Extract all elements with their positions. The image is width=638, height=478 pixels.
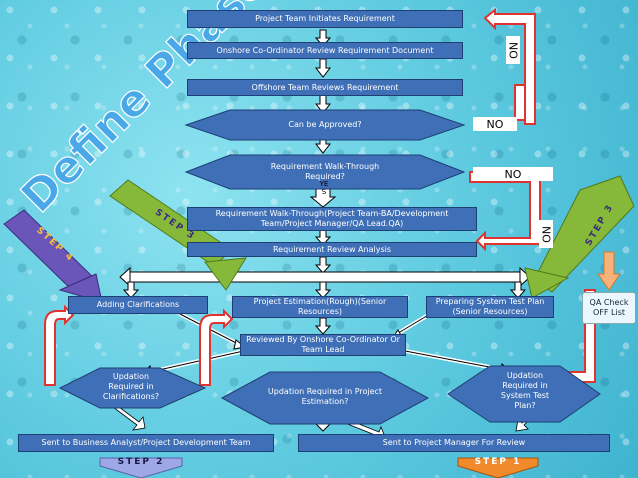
- box-initiates: Project Team Initiates Requirement: [187, 10, 463, 28]
- step3-right-ribbon: [533, 175, 635, 293]
- step2-ribbon: [99, 457, 183, 478]
- qa-arrow: [597, 251, 621, 291]
- step1-ribbon: [457, 457, 539, 478]
- label-approved: Can be Approved?: [288, 120, 362, 129]
- box-test-plan: Preparing System Test Plan (Senior Resou…: [426, 296, 554, 318]
- box-walkthrough: Requirement Walk-Through(Project Team-BA…: [187, 207, 477, 231]
- label-upd-test: Updation Required in System Test Plan?: [500, 371, 550, 410]
- diamond-upd-clar: [58, 367, 207, 409]
- no-label-right: NO: [539, 220, 553, 248]
- no-label-walkthrough: NO: [473, 167, 553, 181]
- box-sent-ba: Sent to Business Analyst/Project Develop…: [18, 434, 274, 452]
- no-arrow-center: [199, 308, 234, 386]
- box-offshore-review: Offshore Team Reviews Requirement: [187, 79, 463, 96]
- diamond-upd-test: [447, 365, 601, 423]
- diamond-upd-est: [220, 371, 430, 425]
- no-arrow-middle: [469, 171, 541, 252]
- arrow-down-2: [314, 58, 332, 78]
- box-onshore-review: Onshore Co-Ordinator Review Requirement …: [187, 42, 463, 59]
- label-upd-clar: Updation Required in Clarifications?: [102, 372, 160, 401]
- box-reviewed-by: Reviewed By Onshore Co-Ordinator Or Team…: [240, 334, 406, 356]
- box-estimation: Project Estimation(Rough)(Senior Resourc…: [232, 296, 408, 318]
- label-upd-est: Updation Required in Project Estimation?: [267, 387, 383, 406]
- qa-check-list: QA Check OFF List: [582, 292, 636, 324]
- no-arrow-top: [483, 7, 536, 125]
- label-walkthrough-q: Requirement Walk-Through Required?: [270, 162, 380, 181]
- yes-label-walkthrough: YES: [319, 180, 329, 196]
- no-label-approved: NO: [473, 117, 517, 131]
- arrow-down-7: [314, 317, 332, 335]
- box-sent-pm: Sent to Project Manager For Review: [298, 434, 610, 452]
- arrow-down-5: [314, 229, 332, 246]
- arrow-down-6: [314, 256, 332, 274]
- arrow-down-3: [314, 94, 332, 114]
- step1-label: STEP 1: [474, 457, 522, 467]
- box-adding-clarifications: Adding Clarifications: [68, 296, 208, 314]
- diamond-approved: [184, 109, 466, 141]
- no-label-top: NO: [506, 36, 520, 64]
- box-review-analysis: Requirement Review Analysis: [187, 242, 477, 257]
- no-arrow-left: [44, 304, 75, 386]
- step2-label: STEP 2: [117, 457, 165, 467]
- diamond-walkthrough: [184, 154, 466, 190]
